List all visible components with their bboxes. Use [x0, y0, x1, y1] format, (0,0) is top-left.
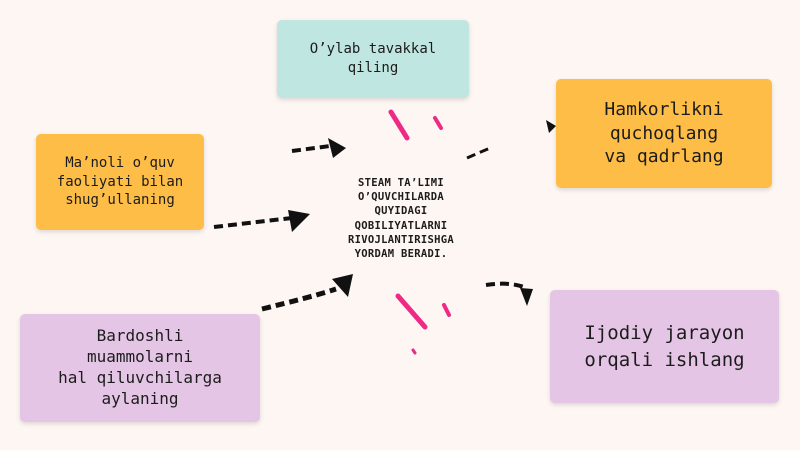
node-top: O’ylab tavakkal qiling [277, 20, 469, 98]
node-bottom-left-label: Bardoshli muammolarni hal qiluvchilarga … [58, 326, 222, 408]
arrow-upper-left-line [291, 144, 331, 153]
accent-stroke-top-1 [388, 109, 410, 141]
node-left: Ma’noli o’quv faoliyati bilan shug’ullan… [36, 134, 204, 230]
node-top-label: O’ylab tavakkal qiling [309, 41, 437, 76]
arrow-upper-left-head [328, 138, 346, 158]
arrow-upper-right-line [466, 146, 491, 160]
accent-stroke-bottom-3 [411, 348, 417, 355]
accent-stroke-bottom-1 [395, 293, 428, 330]
node-right-label: Hamkorlikni quchoqlang va qadrlang [604, 99, 724, 168]
accent-stroke-top-2 [433, 116, 443, 130]
arrow-upper-right-head [546, 120, 556, 133]
node-bottom-left: Bardoshli muammolarni hal qiluvchilarga … [20, 314, 260, 422]
arrow-bottom-left-line [261, 286, 337, 312]
node-right: Hamkorlikni quchoqlang va qadrlang [556, 79, 772, 188]
node-left-label: Ma’noli o’quv faoliyati bilan shug’ullan… [56, 154, 184, 209]
arrow-bottom-left-head [332, 274, 353, 297]
arrow-left-line [213, 216, 293, 229]
node-bottom-right-label: Ijodiy jarayon orqali ishlang [584, 321, 745, 371]
arrow-bottom-right-head [520, 288, 533, 306]
accent-stroke-bottom-2 [442, 303, 451, 317]
node-bottom-right: Ijodiy jarayon orqali ishlang [550, 290, 779, 403]
arrow-bottom-right-line [485, 281, 525, 289]
arrow-left-head [288, 210, 310, 232]
center-statement: STEAM TA’LIMI O’QUVCHILARDA QUYIDAGI QOB… [348, 177, 454, 260]
